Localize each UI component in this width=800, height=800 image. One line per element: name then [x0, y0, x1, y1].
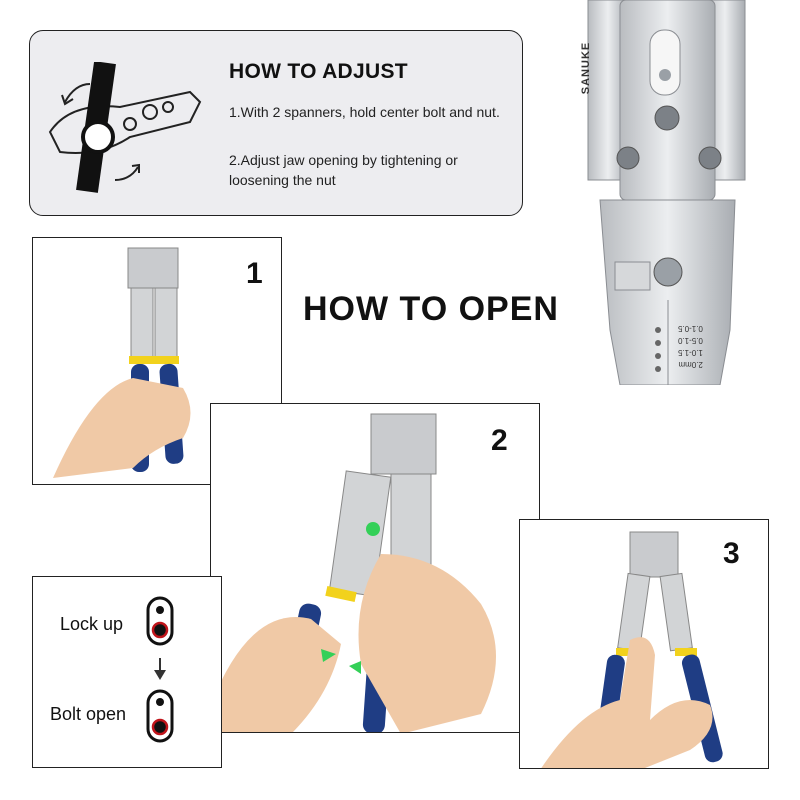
adjust-title: HOW TO ADJUST: [229, 60, 408, 83]
gauge-label: 2.0mm: [678, 360, 703, 369]
step-number-2: 2: [491, 424, 508, 457]
gauge-label: 1.0-1.5: [678, 348, 703, 357]
step-number-1: 1: [246, 257, 263, 290]
step-1-pliers-in-hand: [53, 247, 191, 478]
spanner-adjust-illustration: [48, 62, 202, 193]
open-bolt-icon: [151, 718, 169, 736]
step-2-pliers-in-hand: [211, 413, 496, 732]
brand-engraving: SANUKE: [580, 41, 593, 95]
locked-pin-icon: [156, 606, 164, 614]
adjust-instructions-card: [29, 30, 523, 216]
plier-head-closeup: [587, 0, 746, 385]
adjust-step-2: 2.Adjust jaw opening by tightening or lo…: [229, 152, 458, 188]
lock-state-card: [32, 576, 222, 768]
bolt-open-label: Bolt open: [50, 704, 127, 724]
lock-up-label: Lock up: [60, 614, 124, 634]
open-pin-icon: [156, 698, 164, 706]
step-3-pliers-in-hand: [541, 531, 723, 768]
step-3-photo-frame: [519, 519, 769, 769]
lock-slot-diagrams: [146, 596, 174, 743]
gauge-labels: 2.0mm 1.0-1.5 0.5-1.0 0.1-0.5: [678, 322, 703, 370]
adjust-step-1: 1.With 2 spanners, hold center bolt and …: [229, 104, 500, 120]
how-to-open-heading: HOW TO OPEN: [303, 290, 559, 328]
gauge-label: 0.1-0.5: [678, 324, 703, 333]
locked-bolt-icon: [151, 621, 169, 639]
step-number-3: 3: [723, 537, 740, 570]
gauge-label: 0.5-1.0: [678, 336, 703, 345]
step-2-photo-frame: [210, 403, 540, 733]
